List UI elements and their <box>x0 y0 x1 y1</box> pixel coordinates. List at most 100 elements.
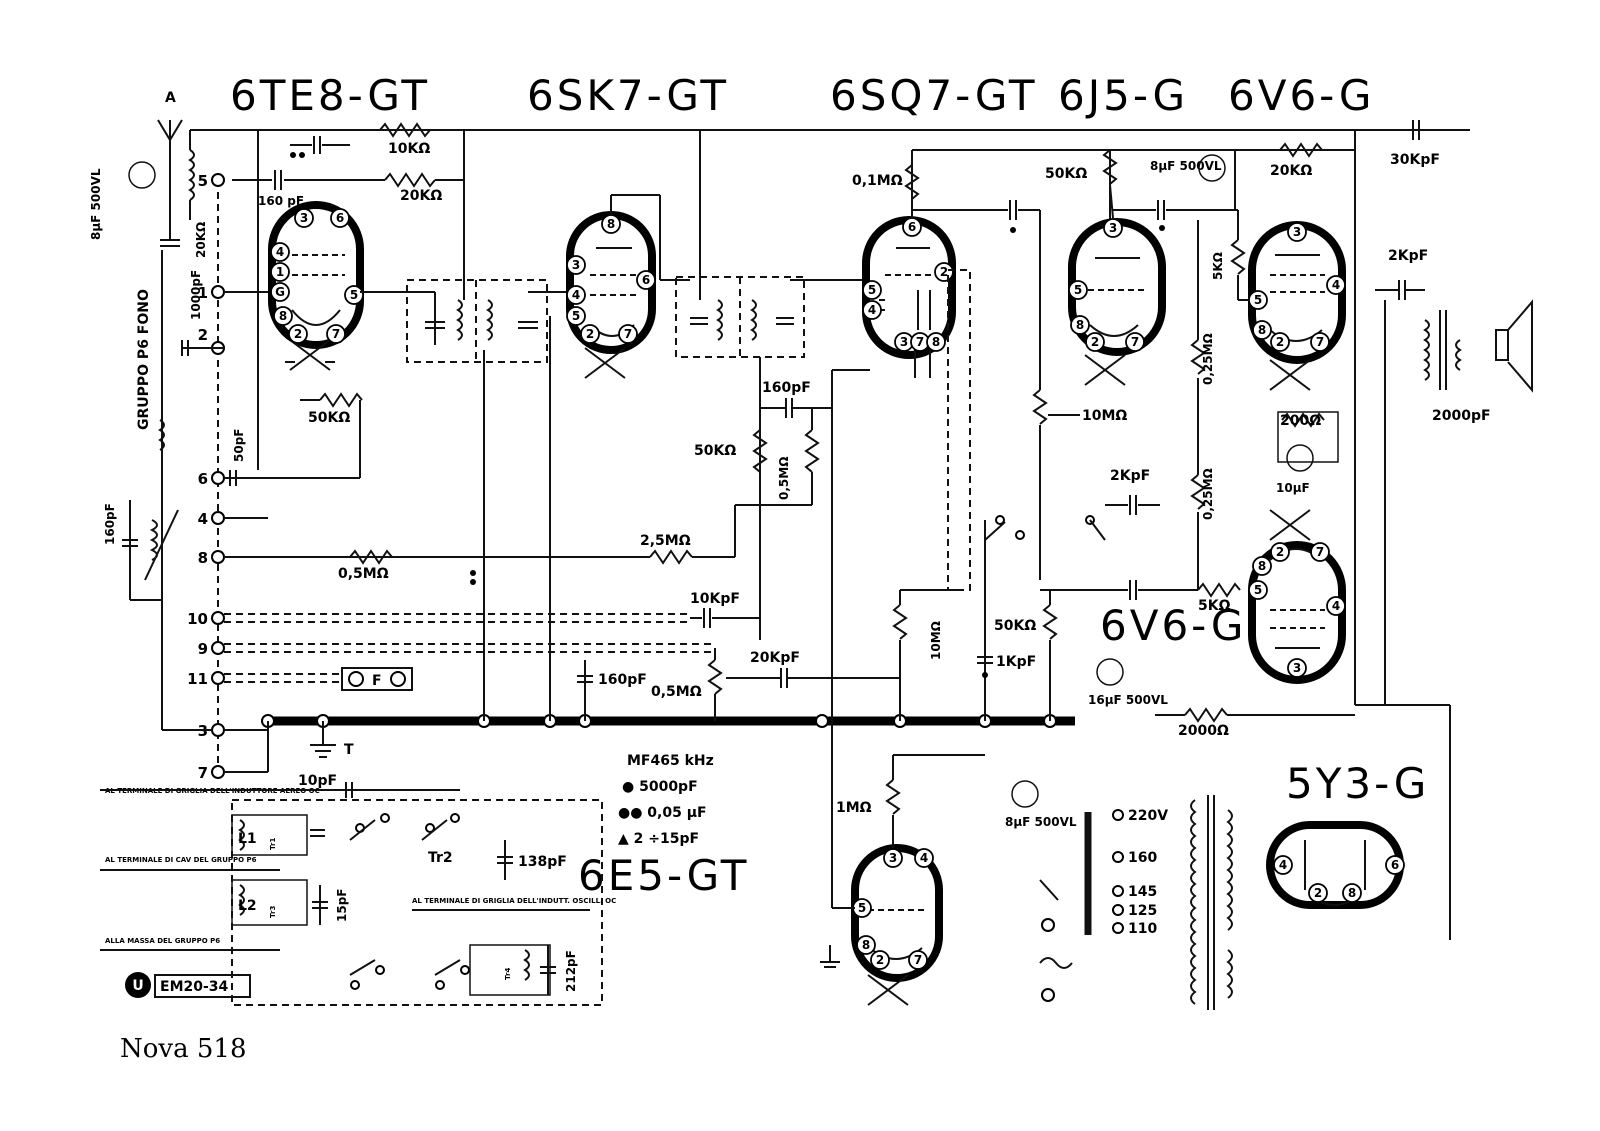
res-50k-detector <box>752 429 768 473</box>
svg-text:8: 8 <box>862 938 870 952</box>
cap-terminal-2 <box>181 340 189 356</box>
res-20k-vertical-label: 20KΩ <box>194 222 208 258</box>
res-50k-6j5-plate-label: 50KΩ <box>1045 166 1087 182</box>
output-transformer <box>1423 310 1462 390</box>
coil-tr4 <box>469 944 551 996</box>
tone-switch <box>984 515 1106 541</box>
tube-6sk7: 8 3 6 4 5 2 7 <box>549 194 661 721</box>
cap-15pf <box>312 885 328 925</box>
res-200-ohm-label: 200Ω <box>1280 413 1321 429</box>
decoupling-dot-1 <box>470 570 476 576</box>
res-50k-detector-label: 50KΩ <box>694 443 736 459</box>
svg-text:5: 5 <box>572 309 580 323</box>
tube-6e5: 3 4 5 8 2 7 <box>851 844 943 1006</box>
electrolytic-16uf-icon <box>1096 658 1124 686</box>
svg-text:4: 4 <box>1279 858 1287 872</box>
power-transformer <box>1190 795 1233 1010</box>
ht-rail <box>190 129 1470 705</box>
input-coil <box>188 130 195 220</box>
legend-item-005uf: ●● 0,05 µF <box>618 805 707 821</box>
cap-1kpf-label: 1KpF <box>996 654 1036 670</box>
cap-30kpf <box>1400 120 1420 140</box>
svg-text:8: 8 <box>1076 318 1084 332</box>
svg-text:3: 3 <box>572 258 580 272</box>
res-200-ohm <box>1277 411 1339 463</box>
input-capacitor <box>160 220 180 247</box>
svg-text:2: 2 <box>1314 886 1322 900</box>
fuse-label: F <box>372 673 382 689</box>
electrolytic-10uf-icon <box>1286 444 1314 472</box>
gruppo-coil <box>158 419 165 451</box>
svg-text:2: 2 <box>586 327 594 341</box>
tap-145: 145 <box>1128 884 1157 900</box>
svg-text:4: 4 <box>1332 278 1340 292</box>
volume-pot-label: 0,5MΩ <box>651 684 702 700</box>
svg-text:2: 2 <box>294 327 302 341</box>
svg-text:5: 5 <box>868 283 876 297</box>
svg-text:4: 4 <box>572 288 580 302</box>
cap-8uf-antenna-label: 8µF 500VL <box>89 168 103 240</box>
cap-10kpf <box>690 608 761 640</box>
svg-text:7: 7 <box>914 953 922 967</box>
tube-title-6sq7: 6SQ7-GT <box>830 71 1038 120</box>
terminal-5: 5 <box>198 172 208 190</box>
cap-212pf <box>540 945 556 995</box>
svg-text:7: 7 <box>332 327 340 341</box>
cap-1kpf <box>977 520 993 721</box>
cap-20kpf <box>770 668 900 688</box>
gruppo-p6-label: GRUPPO P6 FONO <box>136 289 152 430</box>
if-transformer-1 <box>360 279 570 721</box>
svg-text:4: 4 <box>1332 599 1340 613</box>
variable-cap-160pf <box>122 500 179 601</box>
res-50k-c <box>1042 590 1058 721</box>
res-0-1m-label: 0,1MΩ <box>852 173 903 189</box>
coil-label-l1: L1 <box>238 831 257 847</box>
cap-2kpf-b-label: 2KpF <box>1388 248 1428 264</box>
svg-text:8: 8 <box>1258 323 1266 337</box>
svg-text:8: 8 <box>1258 559 1266 573</box>
tap-110: 110 <box>1128 921 1157 937</box>
terminal-7: 7 <box>198 764 208 782</box>
svg-text:3: 3 <box>300 211 308 225</box>
res-025m-b-label: 0,25MΩ <box>1201 468 1215 520</box>
coil-label-tr3: Tr3 <box>269 906 277 918</box>
res-50k-6j5-plate <box>1102 149 1118 219</box>
coil-label-tr2: Tr2 <box>428 850 453 866</box>
arrow-lines <box>100 789 590 951</box>
res-50k-6te8 <box>300 392 363 478</box>
svg-text:3: 3 <box>1293 225 1301 239</box>
svg-text:3: 3 <box>889 851 897 865</box>
res-10m-b <box>1032 210 1080 580</box>
legend-title: MF465 kHz <box>627 753 714 769</box>
tube-title-5y3: 5Y3-G <box>1286 759 1429 808</box>
terminal-10: 10 <box>187 610 208 628</box>
res-5k-a <box>1230 210 1250 301</box>
res-20k-horizontal-label: 20KΩ <box>400 188 442 204</box>
res-1m-eye <box>831 721 985 909</box>
terminal-4: 4 <box>198 510 208 528</box>
cap-8uf-c-label: 8µF 500VL <box>1005 815 1077 829</box>
svg-text:5: 5 <box>1074 283 1082 297</box>
res-05m-agc-label: 0,5MΩ <box>338 566 389 582</box>
ground-6e5 <box>820 945 840 968</box>
note-cav-gruppo: AL TERMINALE DI CAV DEL GRUPPO P6 <box>105 856 257 864</box>
tube-title-6e5: 6E5-GT <box>578 851 749 900</box>
tube-title-6j5: 6J5-G <box>1058 71 1188 120</box>
cap-160pf-input <box>232 170 340 190</box>
res-10m-a-label: 10MΩ <box>929 621 943 660</box>
antenna-label: A <box>165 90 176 106</box>
terminal-1: 1 <box>198 284 208 302</box>
tap-220v: 220V <box>1128 808 1168 824</box>
res-20k-b <box>1279 142 1323 158</box>
cap-50pf-label: 50pF <box>232 429 246 463</box>
fuse <box>341 667 413 691</box>
res-20k-b-label: 20KΩ <box>1270 163 1312 179</box>
svg-text:2: 2 <box>1091 335 1099 349</box>
res-025m-a <box>1190 220 1206 430</box>
svg-text:3: 3 <box>1293 661 1301 675</box>
cap-30kpf-label: 30KpF <box>1390 152 1440 168</box>
terminal-2: 2 <box>198 326 208 344</box>
res-025m-b <box>1190 430 1206 590</box>
svg-text:2: 2 <box>940 265 948 279</box>
